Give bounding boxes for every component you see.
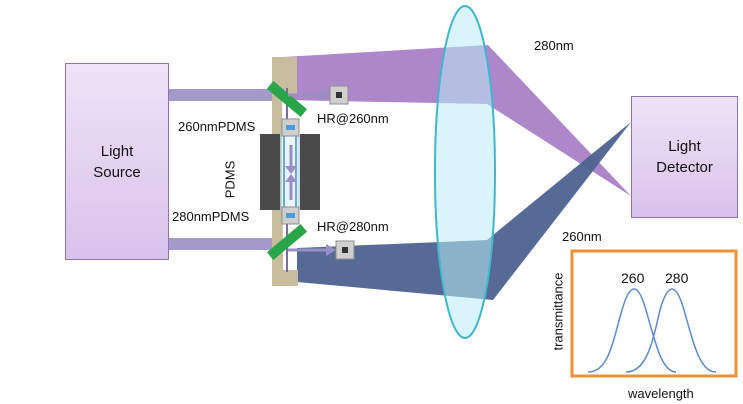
channel-arrowhead-down	[285, 166, 297, 174]
label-hr-280nm: HR@280nm	[317, 219, 389, 234]
label-hr-260nm: HR@260nm	[317, 111, 389, 126]
inset-y-axis-label: transmittance	[550, 272, 566, 351]
incident-beam-top	[169, 89, 276, 101]
arrowhead-hr260	[320, 89, 330, 101]
inset-chart-frame	[570, 249, 738, 378]
channel-arrowhead-up	[285, 174, 297, 182]
inset-peak-label-280: 280	[665, 270, 689, 286]
hr-260-box-center	[336, 92, 342, 98]
arrowhead-hr280	[326, 244, 336, 256]
sample-260-pdms-dot	[286, 125, 295, 130]
transmittance-curve-280	[625, 288, 717, 373]
label-260nm-pdms: 260nmPDMS	[178, 119, 256, 134]
inset-x-axis-label: wavelength	[628, 386, 694, 401]
light-source-label: Light Source	[93, 142, 141, 181]
light-detector-label: Light Detector	[656, 138, 713, 176]
label-beam-280nm: 280nm	[534, 38, 574, 53]
pdms-block-left	[260, 134, 280, 210]
label-beam-260nm: 260nm	[562, 229, 602, 244]
transmittance-curve-260	[587, 288, 677, 373]
beam-280nm	[283, 45, 631, 196]
inset-peak-label-260: 260	[621, 270, 645, 286]
hr-280-box-center	[342, 247, 348, 253]
mirror-mount	[272, 57, 298, 286]
incident-beam-bottom	[169, 238, 276, 250]
label-pdms: PDMS	[222, 160, 238, 199]
beam-260nm	[297, 122, 631, 300]
lens	[434, 5, 496, 339]
light-source: Light Source	[65, 63, 169, 260]
light-detector: Light Detector	[631, 96, 738, 218]
pdms-block-right	[300, 134, 320, 210]
hr-280-mirror	[266, 224, 308, 260]
label-280nm-pdms: 280nmPDMS	[172, 209, 250, 224]
hr-260-mirror	[266, 81, 308, 117]
sample-280-pdms-dot	[286, 213, 295, 218]
